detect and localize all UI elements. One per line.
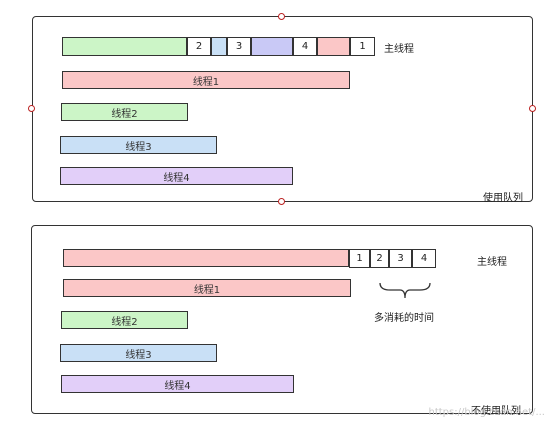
main-thread-bar	[62, 37, 187, 56]
thread-bar: 线程4	[61, 375, 294, 393]
main-thread-bar	[63, 249, 349, 267]
thread-bar: 线程1	[63, 279, 351, 297]
main-segment: 1	[349, 249, 370, 268]
thread-bar: 线程2	[61, 311, 188, 329]
thread-bar: 线程2	[61, 103, 188, 121]
main-segment-gap	[317, 37, 350, 56]
resize-handle-right[interactable]	[529, 105, 536, 112]
resize-handle-left[interactable]	[28, 105, 35, 112]
main-thread-label: 主线程	[384, 44, 414, 55]
main-segment: 3	[227, 37, 251, 56]
main-thread-label: 主线程	[477, 257, 507, 268]
thread-bar: 线程3	[60, 344, 217, 362]
main-segment: 2	[187, 37, 211, 56]
thread-bar: 线程4	[60, 167, 293, 185]
curly-brace-icon	[379, 282, 431, 299]
resize-handle-top[interactable]	[278, 13, 285, 20]
main-segment: 4	[293, 37, 317, 56]
thread-bar: 线程3	[60, 136, 217, 154]
thread-bar: 线程1	[62, 71, 350, 89]
resize-handle-bottom[interactable]	[278, 198, 285, 205]
panel-caption: 使用队列	[483, 193, 523, 204]
main-segment: 4	[412, 249, 436, 268]
main-segment-gap	[251, 37, 293, 56]
main-segment: 3	[389, 249, 412, 268]
main-segment-gap	[211, 37, 227, 56]
panel-caption: 不使用队列	[471, 406, 521, 417]
brace-label: 多消耗的时间	[374, 313, 434, 324]
main-segment: 2	[370, 249, 389, 268]
watermark: https://blog.csdn.net/...	[428, 407, 545, 418]
no-queue-panel	[31, 225, 533, 414]
main-segment: 1	[350, 37, 375, 56]
